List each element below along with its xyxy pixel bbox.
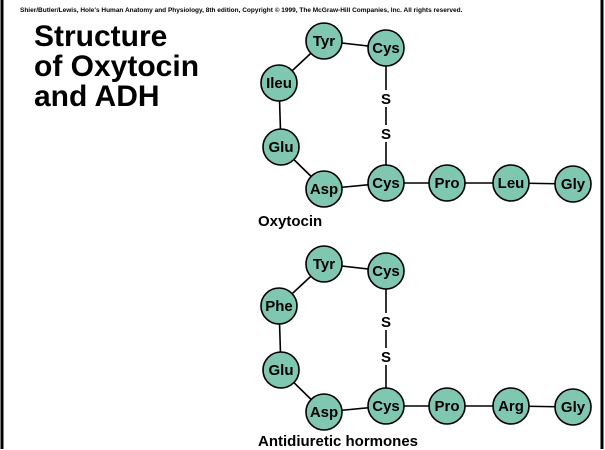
oxytocin-sulfur-label: S <box>381 126 391 143</box>
adh-residue-label: Arg <box>498 398 524 415</box>
title-line-3: and ADH <box>34 80 160 113</box>
adh-residue-circle <box>262 351 300 389</box>
adh-residue-label: Cys <box>372 398 400 415</box>
adh-caption: Antidiuretic hormones <box>258 433 419 450</box>
adh-sulfur-label: S <box>381 349 391 366</box>
oxytocin-caption: Oxytocin <box>258 213 323 230</box>
adh-residue-label: Gly <box>561 399 586 416</box>
adh-residue-circle <box>305 245 343 283</box>
oxytocin-residue-circle <box>492 164 530 202</box>
oxytocin-residue-label: Cys <box>372 40 400 57</box>
oxytocin-residue-label: Cys <box>372 175 400 192</box>
oxytocin-residue-circle <box>305 22 343 60</box>
adh-residue-label: Cys <box>372 263 400 280</box>
adh-residue-circle <box>428 387 466 425</box>
oxytocin-residue-label: Tyr <box>313 33 335 50</box>
oxytocin-residue-label: Leu <box>498 175 525 192</box>
adh-sulfur-label: S <box>381 314 391 331</box>
oxytocin-residue-circle <box>260 64 298 102</box>
adh-residue-label: Glu <box>269 362 294 379</box>
title-line-2: of Oxytocin <box>34 50 200 83</box>
oxytocin-residue-label: Glu <box>269 139 294 156</box>
oxytocin-sulfur-label: S <box>381 91 391 108</box>
adh-residue-label: Phe <box>265 298 293 315</box>
adh-residue-circle <box>305 393 343 431</box>
oxytocin-residue-circle <box>367 29 405 67</box>
oxytocin-residue-circle <box>367 164 405 202</box>
oxytocin-residue-label: Gly <box>561 176 586 193</box>
adh-residue-circle <box>554 388 592 426</box>
slide-title: Structure of Oxytocin and ADH <box>34 22 254 112</box>
oxytocin-residue-circle <box>262 128 300 166</box>
oxytocin-residue-label: Ileu <box>266 75 292 92</box>
oxytocin-residue-circle <box>305 170 343 208</box>
adh-residue-label: Tyr <box>313 256 335 273</box>
adh-residue-circle <box>367 387 405 425</box>
oxytocin-residue-circle <box>554 165 592 203</box>
adh-residue-circle <box>367 252 405 290</box>
oxytocin-residue-label: Asp <box>310 181 338 198</box>
adh-residue-circle <box>260 287 298 325</box>
oxytocin-residue-circle <box>428 164 466 202</box>
title-line-1: Structure <box>34 20 168 53</box>
copyright-notice: Shier/Butler/Lewis, Hole's Human Anatomy… <box>20 7 463 14</box>
adh-residue-label: Asp <box>310 404 338 421</box>
oxytocin-residue-label: Pro <box>434 175 459 192</box>
adh-residue-circle <box>492 387 530 425</box>
adh-residue-label: Pro <box>434 398 459 415</box>
